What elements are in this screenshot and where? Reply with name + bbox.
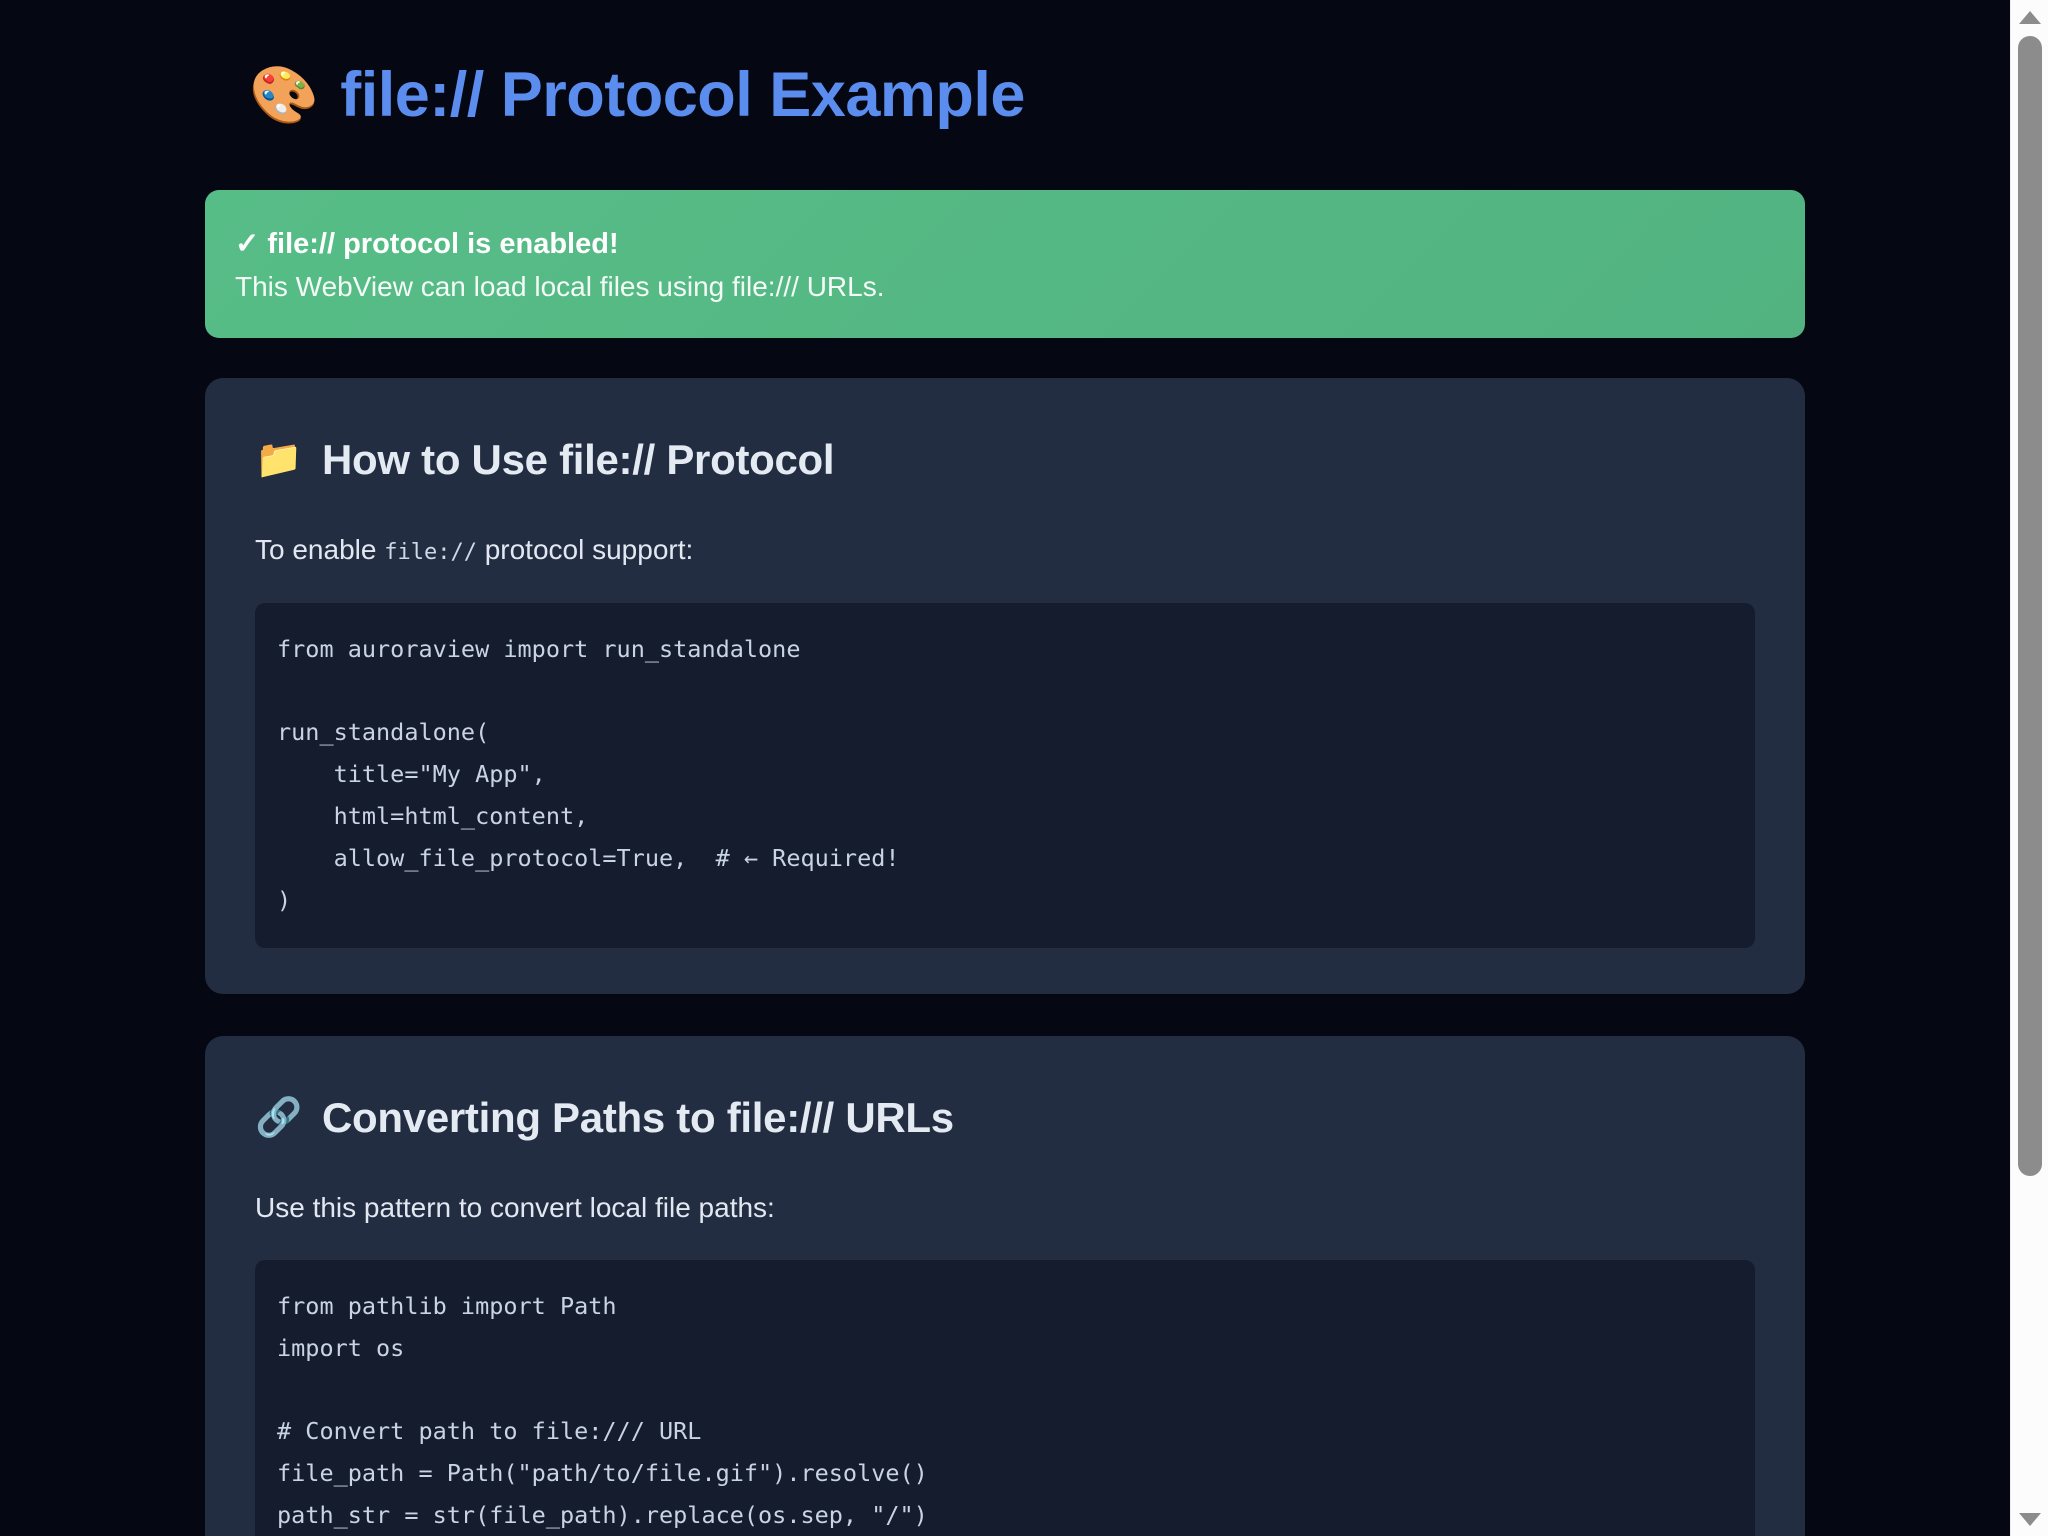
description-text-after: protocol support: [476, 534, 694, 566]
status-banner: ✓ file:// protocol is enabled! This WebV… [205, 190, 1805, 339]
description-text-before: To enable [255, 534, 385, 566]
code-block-convert-path[interactable]: from pathlib import Path import os # Con… [255, 1259, 1755, 1536]
card-how-to-use: 📁 How to Use file:// Protocol To enable … [205, 378, 1805, 994]
scroll-down-arrow-icon[interactable] [2011, 1502, 2048, 1536]
status-banner-subtitle: This WebView can load local files using … [235, 271, 885, 303]
page-title: 🎨 file:// Protocol Example [249, 62, 1805, 128]
palette-icon: 🎨 [249, 63, 319, 127]
card-how-to-use-description: To enable file:// protocol support: [255, 532, 1763, 568]
link-icon: 🔗 [255, 1096, 303, 1139]
code-block-run-standalone[interactable]: from auroraview import run_standalone ru… [255, 602, 1755, 948]
scrollbar-thumb[interactable] [2018, 36, 2042, 1176]
status-banner-title: ✓ file:// protocol is enabled! [235, 228, 619, 261]
card-converting-paths-heading: 🔗 Converting Paths to file:/// URLs [255, 1094, 1763, 1142]
folder-icon: 📁 [255, 439, 303, 482]
inline-code-file-protocol: file:// [384, 540, 477, 566]
content-wrapper: 🎨 file:// Protocol Example ✓ file:// pro… [205, 0, 1805, 1536]
card-how-to-use-heading-text: How to Use file:// Protocol [322, 436, 835, 484]
scroll-up-arrow-icon[interactable] [2011, 0, 2048, 34]
card-converting-paths: 🔗 Converting Paths to file:/// URLs Use … [205, 1035, 1805, 1536]
vertical-scrollbar[interactable] [2010, 0, 2048, 1536]
card-converting-paths-heading-text: Converting Paths to file:/// URLs [322, 1093, 954, 1141]
page-title-text: file:// Protocol Example [340, 60, 1025, 130]
card-converting-paths-description: Use this pattern to convert local file p… [255, 1191, 775, 1223]
card-how-to-use-heading: 📁 How to Use file:// Protocol [255, 436, 1763, 484]
